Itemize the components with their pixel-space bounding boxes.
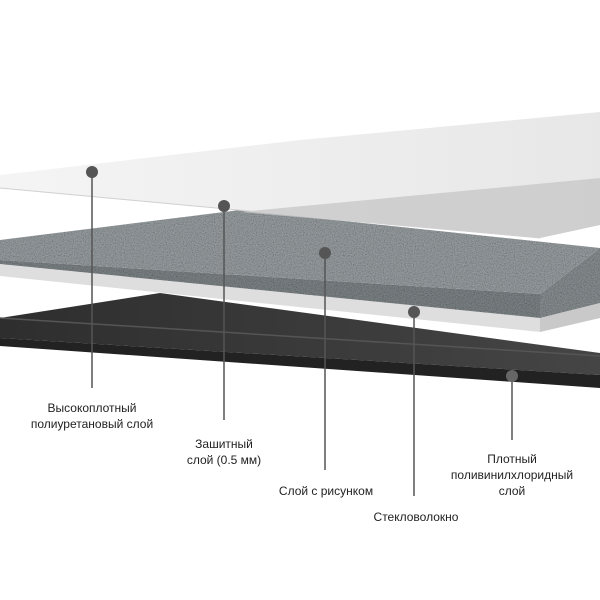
label-protective-line2: слой (0.5 мм): [186, 453, 262, 467]
label-polyurethane-line1: Высокоплотный: [47, 401, 137, 415]
label-pvc-line2: поливинилхлоридный: [450, 468, 574, 482]
marker-protective: [218, 200, 230, 212]
label-pattern-line1: Слой с рисунком: [278, 484, 374, 498]
fiberglass-strip: [0, 264, 540, 332]
label-pattern: Слой с рисунком: [266, 483, 386, 499]
marker-pattern: [319, 247, 331, 259]
marker-fiberglass: [408, 306, 420, 318]
granite-layer-top: [0, 210, 600, 294]
pvc-layer-edge: [0, 338, 600, 388]
marker-pvc: [506, 370, 518, 382]
label-pvc-line1: Плотный: [487, 452, 537, 466]
label-pvc: Плотный поливинилхлоридный слой: [434, 451, 590, 499]
label-fiberglass: Стекловолокно: [364, 509, 468, 525]
granite-layer-side: [540, 248, 600, 318]
label-protective: Зашитный слой (0.5 мм): [174, 436, 274, 468]
label-protective-line1: Зашитный: [195, 437, 253, 451]
marker-polyurethane: [86, 166, 98, 178]
fiberglass-strip-side: [540, 303, 600, 332]
label-fiberglass-line1: Стекловолокно: [373, 510, 459, 524]
pvc-layer-top: [0, 293, 600, 375]
top-film-shade: [240, 178, 600, 238]
pvc-layer-line: [0, 317, 600, 357]
label-pvc-line3: слой: [498, 484, 526, 498]
label-polyurethane: Высокоплотный полиуретановый слой: [22, 400, 162, 432]
granite-layer-front: [0, 260, 540, 318]
top-film-edge: [0, 187, 541, 239]
label-polyurethane-line2: полиуретановый слой: [30, 417, 154, 431]
